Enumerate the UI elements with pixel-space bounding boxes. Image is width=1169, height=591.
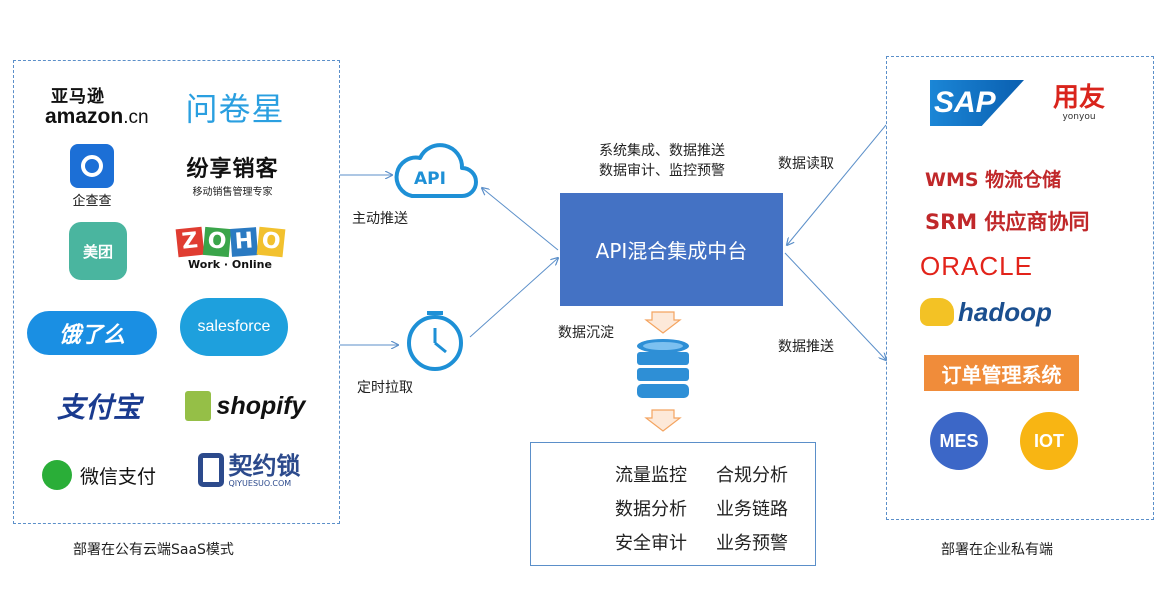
private-deploy-panel [886,56,1154,520]
line-right-to-center [787,124,887,245]
wms-logo: WMS 物流仓储 [925,168,1062,191]
data-read-label: 数据读取 [778,156,834,172]
hadoop-logo: hadoop [920,294,1075,330]
shopify-logo: shopify [180,384,310,428]
integration-platform-title: API混合集成中台 [595,239,748,263]
clock-icon [407,311,463,371]
wenjuanxing-logo: 问卷星 [185,90,285,128]
private-deploy-caption: 部署在企业私有端 [941,542,1053,558]
eleme-logo: 饿了么 [27,311,157,355]
public-cloud-caption: 部署在公有云端SaaS模式 [73,542,234,558]
amazon-cn-text: 亚马逊 [51,86,105,107]
amazon-suffix-text: .cn [123,106,149,128]
down-arrow-icon [644,311,682,334]
function-item: 流量监控 [615,465,687,486]
salesforce-logo: salesforce [180,298,288,356]
line-center-to-api [482,188,559,251]
function-item: 业务链路 [716,499,788,520]
srm-logo: SRM 供应商协同 [925,210,1090,234]
features-line-1: 系统集成、数据推送 [599,143,725,159]
fenxiang-logo: 纷享销客 移动销售管理专家 [186,156,279,198]
zoho-logo: Z O H O Work · Online [172,222,288,276]
cloud-icon [394,143,478,198]
features-line-2: 数据审计、监控预警 [599,163,725,179]
amazon-en-text: amazon [45,104,124,128]
shopify-bag-icon [184,391,211,421]
api-icon-label: API [414,169,446,189]
alipay-logo: 支付宝 [56,391,141,424]
qichacha-icon [70,143,114,188]
integration-platform-box: API混合集成中台 [560,193,783,306]
database-icon [637,339,689,398]
wechat-icon [41,460,72,490]
iot-logo: IOT [1020,412,1078,470]
amazon-logo: 亚马逊 amazon.cn [45,86,163,130]
data-push-label: 数据推送 [778,339,834,355]
public-cloud-panel [13,60,340,524]
order-system-logo: 订单管理系统 [924,355,1079,391]
function-item: 安全审计 [615,533,687,554]
active-push-label: 主动推送 [352,211,408,227]
function-item: 业务预警 [716,533,788,554]
mes-logo: MES [930,412,988,470]
function-item: 合规分析 [716,465,788,486]
line-center-to-right [784,252,886,360]
functions-panel: 流量监控 合规分析 数据分析 业务链路 安全审计 业务预警 [530,442,816,566]
data-settle-label: 数据沉淀 [558,325,614,341]
scheduled-pull-label: 定时拉取 [357,380,413,396]
meituan-logo: 美团 [69,222,127,280]
oracle-logo: ORACLE [920,250,1033,281]
down-arrow-icon [644,409,682,432]
wechatpay-logo: 微信支付 [34,456,164,494]
qichacha-logo: 企查查 [63,142,121,210]
qiyuesuo-icon [197,453,224,487]
elephant-icon [920,298,954,326]
qiyuesuo-logo: 契约锁 QIYUESUO.COM [188,447,310,493]
yonyou-logo: 用友 yonyou [1052,83,1105,122]
function-item: 数据分析 [615,499,687,520]
line-clock-to-center [469,258,558,338]
